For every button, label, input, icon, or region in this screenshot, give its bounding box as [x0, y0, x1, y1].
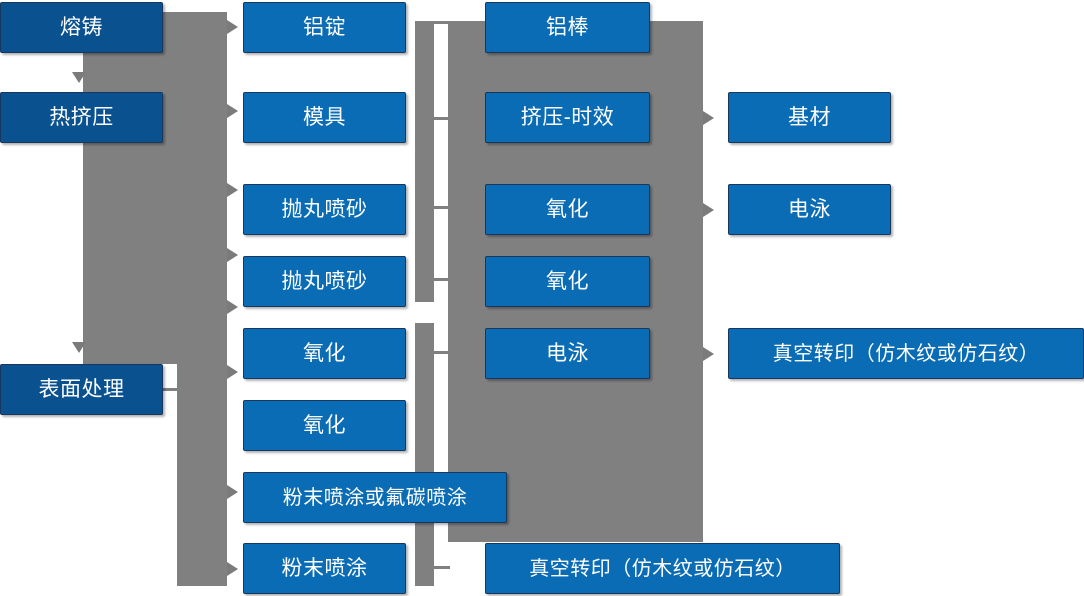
- arrow-to-aluminum-ingot: [227, 20, 238, 34]
- connector-bar-middle: [415, 21, 434, 302]
- node-hot-extrusion[interactable]: 热挤压: [0, 92, 163, 143]
- node-label: 氧化: [546, 270, 589, 293]
- node-surface-treatment[interactable]: 表面处理: [0, 364, 163, 415]
- node-label: 粉末喷涂或氟碳喷涂: [282, 486, 468, 509]
- node-shot-blasting-1[interactable]: 抛丸喷砂: [243, 184, 406, 235]
- node-powder-coating[interactable]: 粉末喷涂: [243, 543, 406, 594]
- arrow-down-to-hot-extrusion: [72, 72, 86, 83]
- connector-line-5: [434, 351, 450, 354]
- node-melting-casting[interactable]: 熔铸: [0, 2, 163, 53]
- node-label: 表面处理: [38, 378, 125, 401]
- node-aluminum-rod[interactable]: 铝棒: [485, 2, 650, 53]
- node-oxidation-col2-1[interactable]: 氧化: [243, 328, 406, 379]
- connector-block-left-upper: [83, 12, 227, 364]
- node-label: 模具: [303, 106, 346, 129]
- arrow-to-substrate: [703, 111, 714, 125]
- node-label: 熔铸: [60, 16, 103, 39]
- arrow-down-to-surface-treatment: [72, 342, 86, 353]
- node-vacuum-transfer-col3[interactable]: 真空转印（仿木纹或仿石纹）: [485, 543, 840, 594]
- node-substrate[interactable]: 基材: [728, 92, 891, 143]
- node-powder-or-fluorocarbon-coating[interactable]: 粉末喷涂或氟碳喷涂: [243, 472, 507, 523]
- node-oxidation-col2-2[interactable]: 氧化: [243, 400, 406, 451]
- node-label: 抛丸喷砂: [281, 198, 368, 221]
- node-oxidation-col3-2[interactable]: 氧化: [485, 256, 650, 307]
- connector-line-2: [434, 117, 450, 120]
- arrow-to-shot-blasting-1: [227, 183, 238, 197]
- node-aluminum-ingot[interactable]: 铝锭: [243, 2, 406, 53]
- arrow-to-vacuum-transfer-output: [703, 347, 714, 361]
- node-electrophoresis-col3[interactable]: 电泳: [485, 328, 650, 379]
- node-electrophoresis-output[interactable]: 电泳: [728, 184, 891, 235]
- arrow-to-mold: [227, 104, 238, 118]
- node-label: 热挤压: [49, 106, 114, 129]
- node-label: 电泳: [788, 198, 831, 221]
- connector-block-left-lower: [177, 364, 227, 586]
- node-shot-blasting-2[interactable]: 抛丸喷砂: [243, 256, 406, 307]
- node-label: 氧化: [546, 198, 589, 221]
- connector-bar-middle-lower: [415, 323, 434, 586]
- node-oxidation-col3-1[interactable]: 氧化: [485, 184, 650, 235]
- connector-line-3: [434, 206, 450, 209]
- node-label: 真空转印（仿木纹或仿石纹）: [772, 342, 1040, 365]
- arrow-to-oxidation-1: [227, 300, 238, 314]
- connector-line-4: [434, 278, 450, 281]
- node-mold[interactable]: 模具: [243, 92, 406, 143]
- arrow-to-shot-blasting-2: [227, 248, 238, 262]
- node-vacuum-transfer-output[interactable]: 真空转印（仿木纹或仿石纹）: [728, 328, 1084, 379]
- node-label: 挤压-时效: [520, 106, 615, 129]
- node-label: 电泳: [546, 342, 589, 365]
- node-label: 真空转印（仿木纹或仿石纹）: [529, 557, 796, 580]
- node-label: 氧化: [303, 414, 346, 437]
- connector-line-1: [434, 21, 450, 24]
- arrow-to-electrophoresis-output: [703, 203, 714, 217]
- node-label: 粉末喷涂: [281, 557, 368, 580]
- connector-line-6: [434, 566, 450, 569]
- node-label: 铝锭: [303, 16, 346, 39]
- node-label: 抛丸喷砂: [281, 270, 368, 293]
- node-label: 氧化: [303, 342, 346, 365]
- connector-stub-surface-treatment: [163, 388, 185, 391]
- node-extrusion-aging[interactable]: 挤压-时效: [485, 92, 650, 143]
- arrow-to-powder-coating: [227, 562, 238, 576]
- node-label: 铝棒: [546, 16, 589, 39]
- arrow-to-powder-fluorocarbon-coating: [227, 485, 238, 499]
- node-label: 基材: [788, 106, 831, 129]
- arrow-to-oxidation-2: [227, 365, 238, 379]
